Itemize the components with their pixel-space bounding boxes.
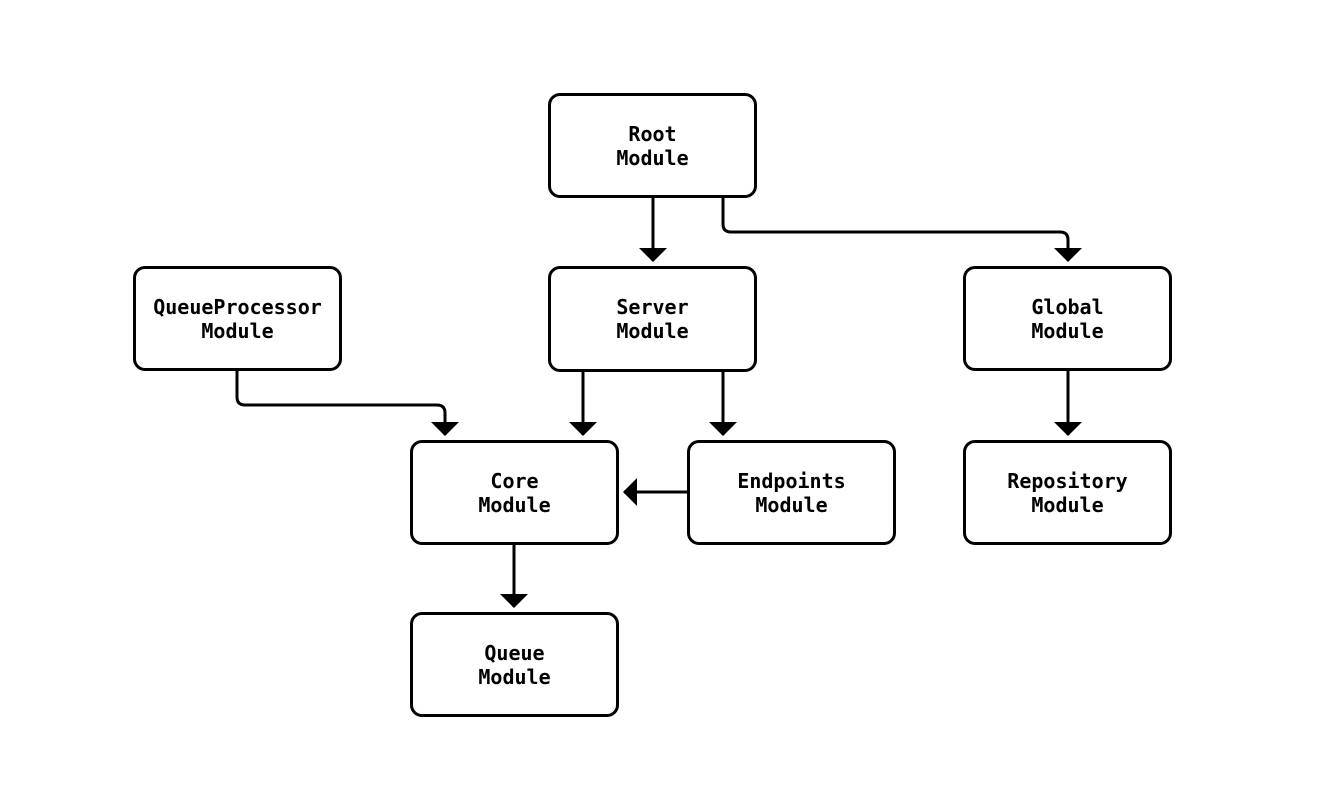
edge-root-module-to-global-module [721, 198, 1082, 262]
node-repository-module: Repository Module [963, 440, 1172, 545]
node-queueprocessor-module: QueueProcessor Module [133, 266, 342, 371]
node-endpoints-module: Endpoints Module [687, 440, 896, 545]
edge-queueprocessor-module-to-core-module [235, 371, 459, 436]
node-server-module-label: Server Module [616, 295, 689, 343]
node-server-module: Server Module [548, 266, 757, 372]
node-queue-module-label: Queue Module [478, 640, 551, 689]
node-global-module: Global Module [963, 266, 1172, 371]
node-repository-module-label: Repository Module [1007, 468, 1128, 517]
node-queue-module: Queue Module [410, 612, 619, 717]
node-core-module-label: Core Module [478, 468, 551, 517]
node-root-module: Root Module [548, 93, 757, 198]
node-global-module-label: Global Module [1031, 294, 1104, 343]
node-endpoints-module-label: Endpoints Module [737, 468, 846, 517]
node-root-module-label: Root Module [616, 121, 689, 170]
node-queueprocessor-module-label: QueueProcessor Module [153, 294, 322, 343]
node-core-module: Core Module [410, 440, 619, 545]
